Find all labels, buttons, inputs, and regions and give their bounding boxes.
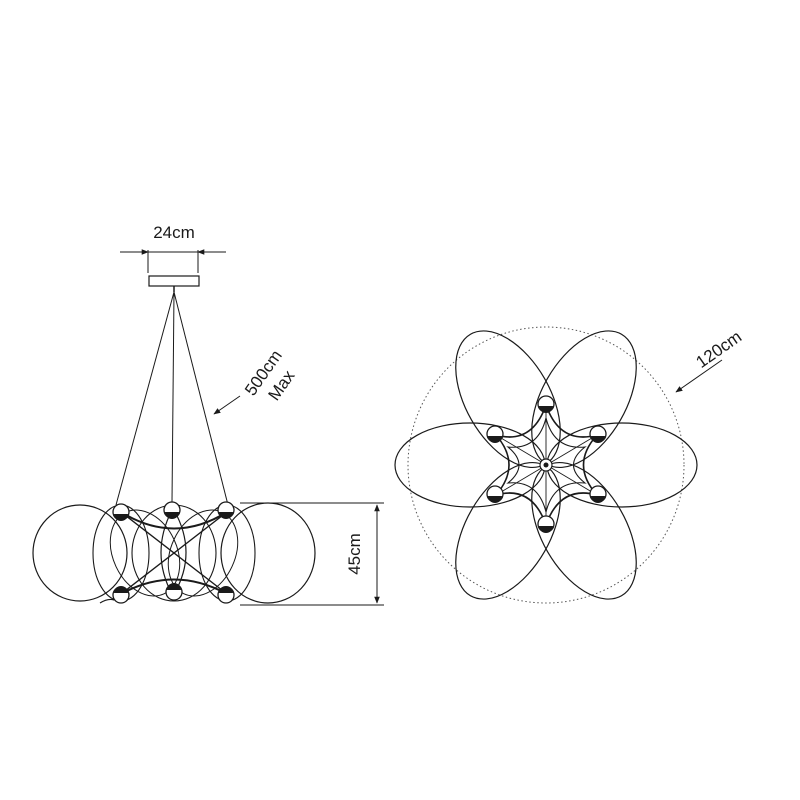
diameter-circle: [407, 326, 685, 604]
ceiling-canopy: [148, 275, 200, 287]
side-view-light-heads: [112, 501, 235, 604]
top-view-light-heads: [486, 395, 607, 533]
canopy-width-label: 24cm: [153, 223, 195, 242]
height-dimension: 45cm: [240, 502, 384, 606]
height-label: 45cm: [345, 533, 364, 575]
diameter-dimension: 120cm: [675, 327, 745, 393]
side-view: 24cm 500cm Max: [32, 223, 384, 606]
diameter-label: 120cm: [692, 327, 745, 372]
top-view: 120cm: [394, 326, 745, 604]
cable-length-dimension: 500cm Max: [213, 346, 299, 415]
canopy-width-dimension: 24cm: [120, 223, 226, 273]
top-view-frame: [493, 402, 600, 528]
suspension-cables: [115, 291, 229, 506]
